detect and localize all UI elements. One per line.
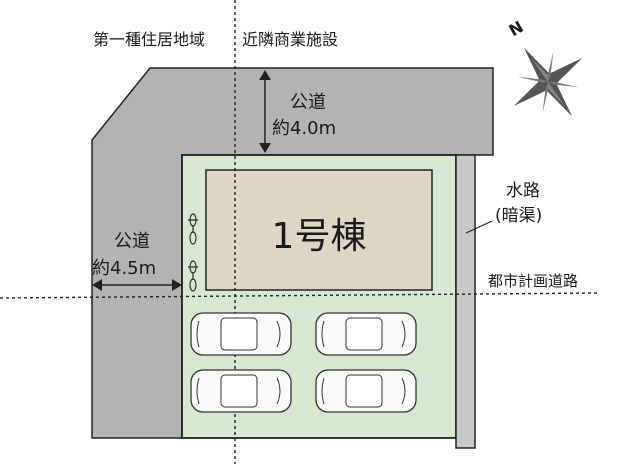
west-road-name: 公道 <box>114 231 150 252</box>
compass-rose-icon <box>513 47 583 117</box>
car-icon <box>190 312 292 356</box>
waterway-leader-line <box>465 220 493 234</box>
building-label: 1号棟 <box>272 216 367 257</box>
north-road-name: 公道 <box>290 92 326 113</box>
arrowhead <box>259 70 271 80</box>
arrowhead <box>172 279 182 291</box>
bicycle-icon <box>188 260 198 292</box>
car-icon <box>315 369 417 413</box>
west-road-width: 約4.5m <box>92 258 156 279</box>
building-footprint <box>205 169 433 291</box>
planned-road-line <box>0 292 601 299</box>
arrowhead <box>92 279 102 291</box>
north-road-width: 約4.0m <box>272 118 336 139</box>
waterway-label: 水路 <box>506 181 540 201</box>
waterway-strip <box>455 154 476 449</box>
compass-north-label: N <box>505 17 526 40</box>
bicycle-icon <box>188 213 198 245</box>
zoning-residential-label: 第一種住居地域 <box>93 30 205 49</box>
car-icon <box>315 312 417 356</box>
waterway-note: (暗渠) <box>495 206 542 226</box>
car-icon <box>190 369 292 413</box>
arrowhead <box>259 143 271 153</box>
zoning-commercial-label: 近隣商業施設 <box>242 30 338 49</box>
planned-road-label: 都市計画道路 <box>488 272 578 290</box>
